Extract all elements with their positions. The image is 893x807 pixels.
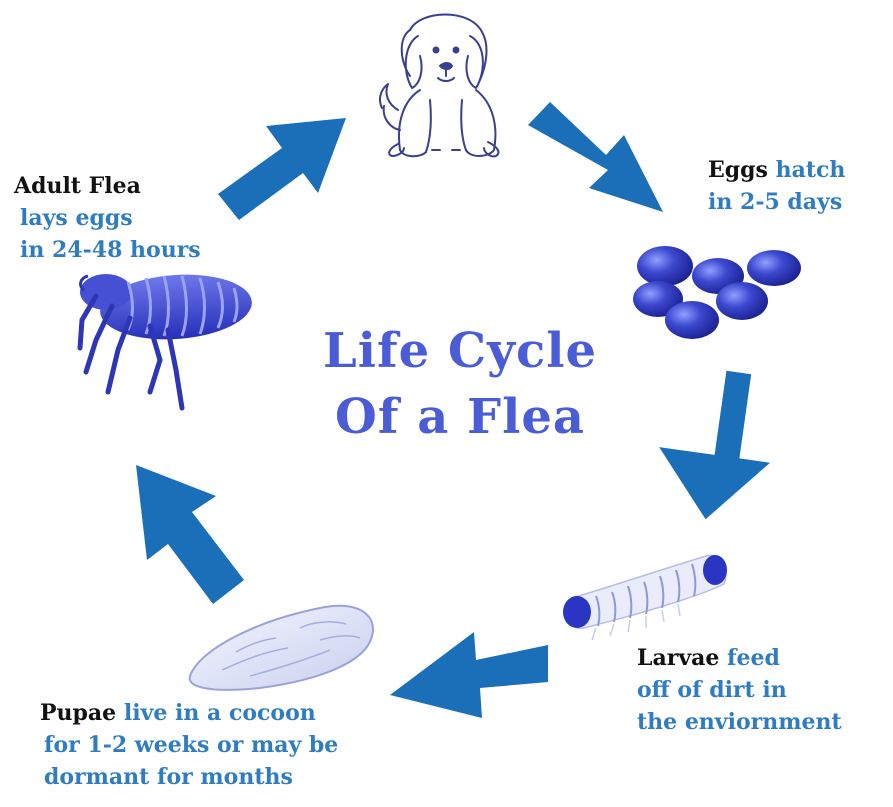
larvae-stage-line3: the enviornment [637, 709, 842, 735]
eggs-stage-name: Eggs [708, 157, 768, 183]
eggs-label: Eggs hatch in 2-5 days [708, 154, 845, 218]
larvae-stage-name: Larvae [637, 645, 720, 671]
adult-stage-name: Adult Flea [14, 173, 141, 199]
adult-flea-label: Adult Flea lays eggs in 24-48 hours [14, 170, 201, 266]
arrow-pupae-to-adult [136, 465, 244, 604]
title-line-1: Life Cycle [323, 323, 597, 379]
pupa-cocoon-icon [188, 604, 374, 691]
arrow-adult-to-dog [218, 118, 346, 220]
arrow-larvae-to-pupae [390, 632, 548, 718]
larvae-stage-line2: off of dirt in [637, 677, 787, 703]
title-line-2: Of a Flea [335, 389, 585, 445]
adult-flea-icon [77, 274, 252, 411]
pupae-stage-line2: for 1-2 weeks or may be [44, 732, 339, 758]
larva-icon [563, 554, 727, 641]
arrow-eggs-to-larvae [659, 370, 771, 520]
pupae-stage-name: Pupae [40, 700, 117, 726]
pupae-stage-line3: dormant for months [44, 764, 293, 790]
arrow-dog-to-eggs [528, 102, 663, 212]
eggs-stage-line1: hatch [775, 157, 846, 183]
pupae-label: Pupae live in a cocoon for 1-2 weeks or … [40, 697, 338, 793]
larvae-stage-line1: feed [727, 645, 780, 671]
adult-stage-line2: in 24-48 hours [20, 237, 201, 263]
eggs-stage-line2: in 2-5 days [708, 189, 843, 215]
pupae-stage-line1: live in a cocoon [123, 700, 316, 726]
adult-stage-line1: lays eggs [20, 205, 133, 231]
dog-icon [379, 13, 500, 158]
larvae-label: Larvae feed off of dirt in the enviornme… [637, 642, 842, 738]
diagram-title: Life Cycle Of a Flea [250, 318, 670, 450]
eggs-icon [633, 246, 801, 339]
